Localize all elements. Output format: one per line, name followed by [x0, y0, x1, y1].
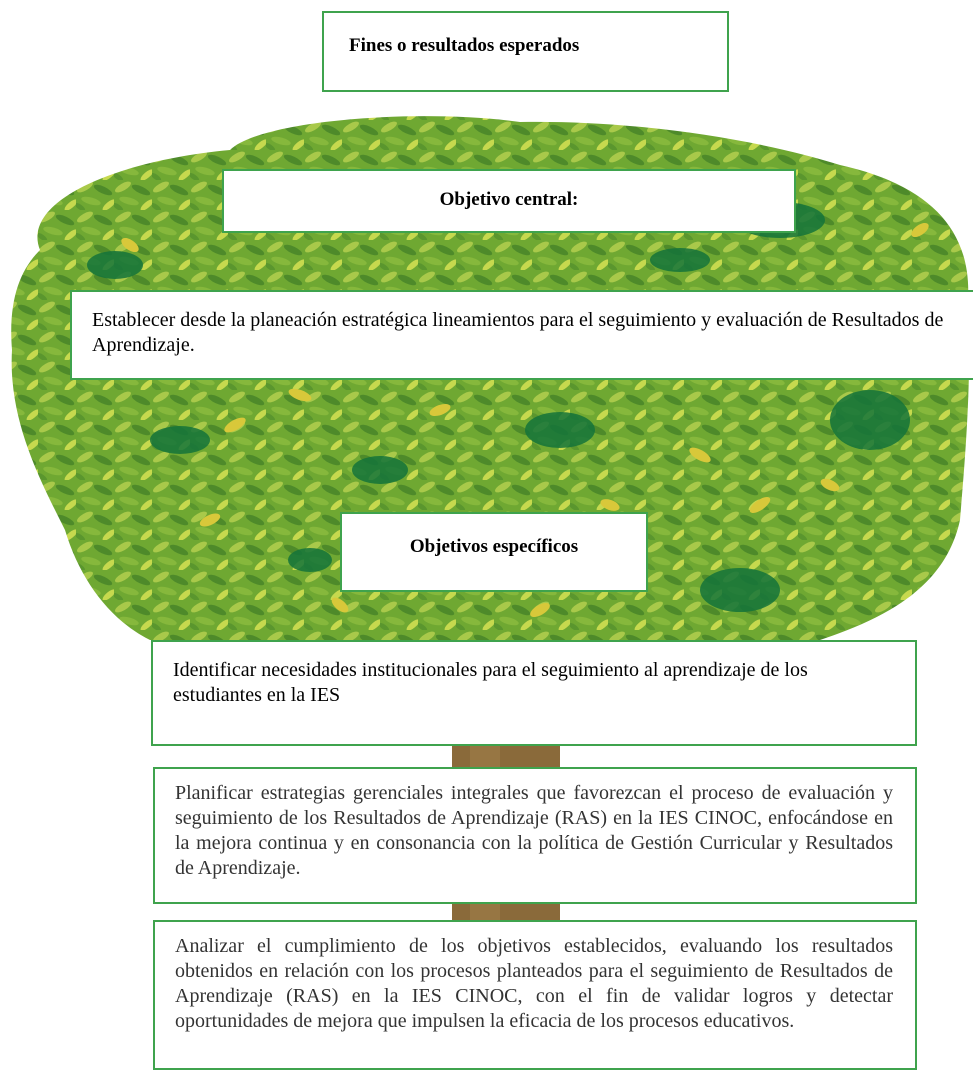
specific-objective-3-text: Analizar el cumplimiento de los objetivo…: [175, 935, 893, 1032]
specific-objective-1-text: Identificar necesidades institucionales …: [173, 659, 808, 706]
canopy-yellow-leaves: [121, 222, 929, 617]
general-objective-box: Establecer desde la planeación estratégi…: [70, 290, 973, 380]
specific-objective-3-box: Analizar el cumplimiento de los objetivo…: [153, 920, 917, 1070]
central-objective-box: Objetivo central:: [222, 169, 796, 233]
specific-objective-1-box: Identificar necesidades institucionales …: [151, 640, 917, 746]
canopy-shadows: [87, 202, 910, 612]
general-objective-text: Establecer desde la planeación estratégi…: [92, 309, 944, 356]
specific-objectives-title: Objetivos específicos: [409, 536, 579, 557]
specific-objective-2-box: Planificar estrategias gerenciales integ…: [153, 767, 917, 904]
specific-objective-2-text: Planificar estrategias gerenciales integ…: [175, 782, 893, 879]
specific-objectives-box: Objetivos específicos: [340, 512, 648, 592]
fines-title: Fines o resultados esperados: [349, 35, 580, 56]
central-objective-title: Objetivo central:: [439, 189, 579, 210]
fines-box: Fines o resultados esperados: [322, 11, 729, 92]
